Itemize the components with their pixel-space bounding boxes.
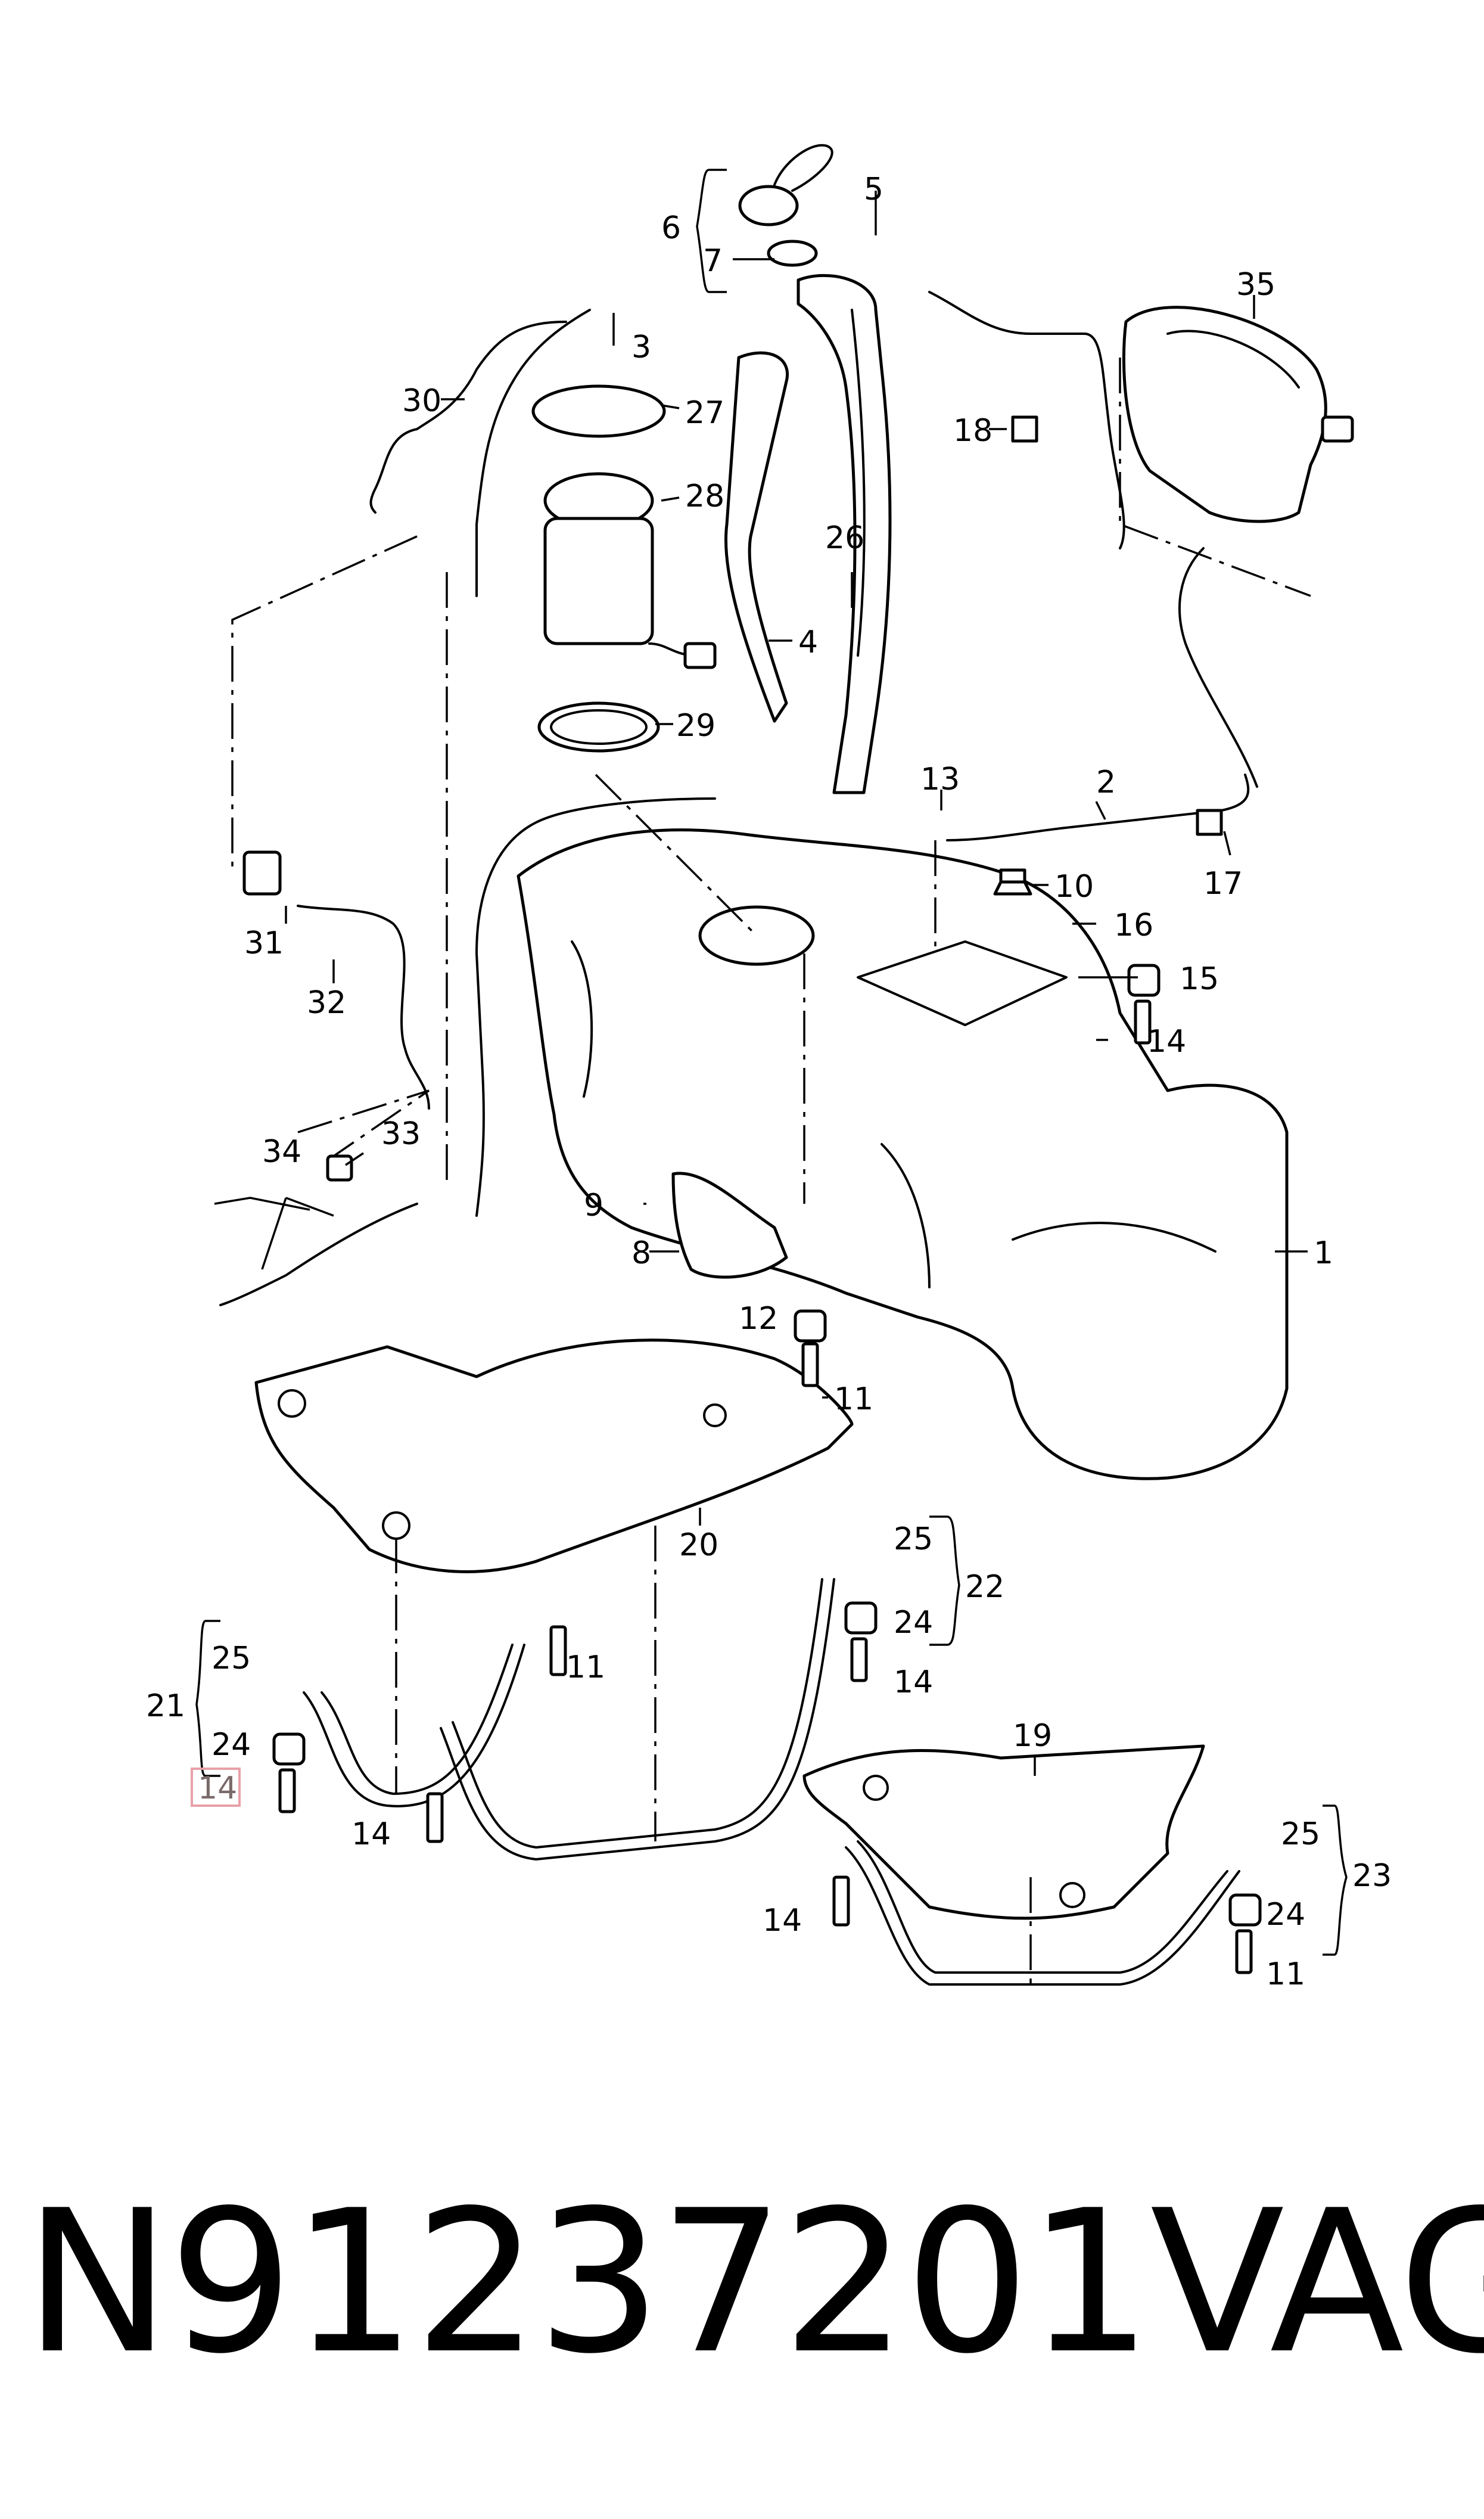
- tension-straps: [303, 1578, 1240, 1986]
- brand-name: VAG: [1150, 2168, 1484, 2397]
- callout-14c: 14: [351, 1816, 391, 1852]
- callout-14b: 14: [894, 1664, 933, 1700]
- callout-14f: 14: [198, 1771, 237, 1806]
- callout-6: 6: [661, 210, 681, 246]
- callout-25c: 25: [1281, 1816, 1320, 1852]
- callout-13: 13: [920, 762, 960, 797]
- callout-11c: 11: [1266, 1956, 1305, 1992]
- callout-22: 22: [965, 1569, 1004, 1605]
- callout-14d: 14: [763, 1903, 802, 1939]
- callout-17: 17: [1203, 866, 1243, 902]
- fuel-pump-assembly: [531, 384, 717, 753]
- callout-9: 9: [584, 1188, 603, 1223]
- callout-7: 7: [703, 243, 723, 279]
- callout-24c: 24: [1266, 1897, 1305, 1933]
- callout-15: 15: [1180, 961, 1219, 997]
- callout-4: 4: [798, 625, 818, 660]
- bolts-and-buffers: [242, 415, 1262, 1974]
- callout-10: 10: [1054, 869, 1094, 905]
- callout-18: 18: [953, 413, 993, 449]
- highlight-box: [191, 1768, 241, 1807]
- part-number: N91237201: [24, 2168, 1153, 2397]
- callout-1: 1: [1314, 1235, 1333, 1271]
- callout-24a: 24: [894, 1605, 933, 1641]
- filler-cap: [738, 144, 833, 267]
- assembly-lines: [231, 358, 1311, 1984]
- callout-23: 23: [1352, 1858, 1392, 1894]
- callout-11a: 11: [834, 1381, 873, 1417]
- callout-16: 16: [1114, 908, 1153, 943]
- callout-32: 32: [307, 985, 346, 1021]
- heat-shield-small: [802, 1744, 1205, 1920]
- callout-34: 34: [262, 1134, 301, 1170]
- heat-shield-large: [254, 1338, 854, 1573]
- callout-35: 35: [1236, 267, 1275, 303]
- fuel-lines: [219, 309, 1258, 1306]
- filler-neck: [724, 274, 1125, 794]
- callout-25b: 25: [211, 1641, 251, 1676]
- fuel-tank: [517, 828, 1289, 1480]
- callout-14a: 14: [1147, 1024, 1186, 1060]
- callout-19: 19: [1013, 1718, 1052, 1754]
- highlighted-callout[interactable]: 14: [191, 1768, 241, 1807]
- callout-26: 26: [825, 520, 864, 556]
- callout-29: 29: [676, 708, 715, 744]
- callout-24b: 24: [211, 1727, 251, 1763]
- callout-2: 2: [1096, 765, 1116, 800]
- callout-21: 21: [146, 1688, 185, 1724]
- charcoal-canister: [1122, 306, 1354, 523]
- callout-27: 27: [685, 395, 724, 431]
- callout-12: 12: [739, 1301, 778, 1337]
- callout-31: 31: [244, 925, 284, 961]
- callout-33: 33: [381, 1116, 421, 1152]
- footer-caption: N91237201 VAG: [24, 2157, 1484, 2408]
- callout-11b: 11: [566, 1650, 605, 1685]
- callout-8: 8: [631, 1235, 651, 1271]
- callout-25a: 25: [894, 1521, 933, 1557]
- callout-30: 30: [402, 383, 441, 419]
- callout-3: 3: [631, 330, 651, 365]
- callout-28: 28: [685, 479, 724, 514]
- mounting-bracket: [671, 1172, 788, 1279]
- callout-20: 20: [679, 1527, 718, 1563]
- callout-5: 5: [864, 172, 883, 207]
- callout-labels: 1 2 3 4 5 6 7 8 9 10 11 11 11 12 13 14 1…: [146, 172, 1392, 1992]
